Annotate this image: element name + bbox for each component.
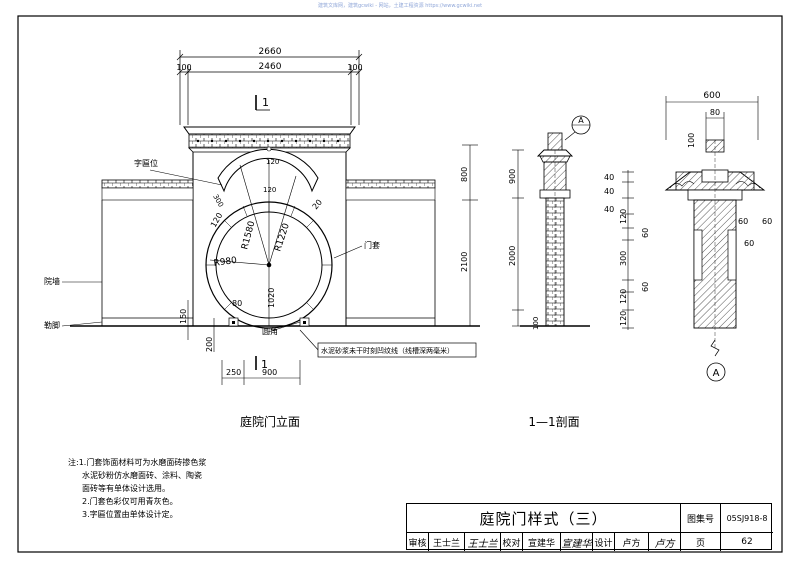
page-label: 页 xyxy=(681,533,721,551)
dim-900: 900 xyxy=(262,368,277,377)
designer-signature: 卢方 xyxy=(649,533,681,551)
section-dim-900: 900 xyxy=(508,169,517,184)
detail-dim-120b: 120 xyxy=(619,289,628,304)
note-line-5: 3.字匾位置由单体设计定。 xyxy=(82,510,178,519)
label-door-frame: 门套 xyxy=(364,240,380,250)
checker-name: 宣建华 xyxy=(523,533,561,551)
section-view: A 900 2000 100 1—1剖面 xyxy=(508,115,591,429)
notes-label: 注: xyxy=(68,458,79,467)
note-line-3: 面砖等有单体设计选用。 xyxy=(82,484,170,493)
plaque-arc xyxy=(217,148,319,193)
radius-r1580: R1580 xyxy=(240,220,257,251)
arc-dim-120: 120 xyxy=(209,211,224,229)
dim-right-100: 100 xyxy=(347,63,362,72)
page-number: 62 xyxy=(741,537,753,547)
dim-2100: 2100 xyxy=(460,252,469,272)
detail-dim-120c: 120 xyxy=(619,311,628,326)
review-label: 审核 xyxy=(407,533,429,551)
section-mark-bottom: 1 xyxy=(261,358,268,371)
detail-dim-60a: 60 xyxy=(641,228,650,238)
detail-dim-100: 100 xyxy=(687,133,696,148)
detail-dim-60b: 60 xyxy=(641,282,650,292)
label-courtyard-wall: 院墙 xyxy=(44,276,60,286)
label-groove-note: 水泥砂浆未干时刻凹纹线（线槽深两毫米） xyxy=(321,346,454,355)
detail-dim-side-60a: 60 xyxy=(738,217,748,226)
note-line-4: 2.门套色彩仅可用青灰色。 xyxy=(82,497,178,506)
arc-dim-top: 120 xyxy=(266,158,279,166)
sheet-border xyxy=(17,15,783,553)
detail-dim-40c: 40 xyxy=(604,205,614,214)
arc-dim-20: 20 xyxy=(311,198,324,212)
design-label: 设计 xyxy=(593,533,615,551)
label-plaque: 字匾位 xyxy=(134,158,158,168)
atlas-number: 05SJ918-8 xyxy=(721,504,773,533)
header-url: 建筑文库网，建筑gcwiki - 网站，土建工程资源 https://www.g… xyxy=(317,3,483,9)
detail-marker: A xyxy=(713,368,720,379)
dim-inner-width: 2460 xyxy=(259,62,282,72)
dim-left-100: 100 xyxy=(176,63,191,72)
atlas-label: 图集号 xyxy=(681,504,721,533)
arc-dim-mid: 120 xyxy=(263,186,276,194)
gate-cap xyxy=(183,126,356,135)
note-line-1: 1.门套饰面材料可为水磨面砖掺色浆 xyxy=(78,458,207,467)
reviewer-name: 王士兰 xyxy=(429,533,465,551)
detail-dim-300: 300 xyxy=(619,251,628,266)
detail-dim-80: 80 xyxy=(710,108,720,117)
notes-block: 注:1.门套饰面材料可为水磨面砖掺色浆 水泥砂粉仿水磨面砖、涂料、陶瓷 面砖等有… xyxy=(68,456,328,521)
checker-signature: 宣建华 xyxy=(561,533,593,551)
designer-name: 卢方 xyxy=(615,533,649,551)
elevation-title: 庭院门立面 xyxy=(240,414,300,429)
section-mark-top: 1 xyxy=(262,96,269,109)
detail-dim-40b: 40 xyxy=(604,187,614,196)
reviewer-signature: 王士兰 xyxy=(465,533,501,551)
detail-dim-600: 600 xyxy=(703,91,720,101)
section-dim-2000: 2000 xyxy=(508,246,517,266)
dim-250: 250 xyxy=(226,368,241,377)
dim-1020: 1020 xyxy=(267,288,276,308)
label-round-corner: 圆角 xyxy=(262,326,278,336)
detail-dim-side-60c: 60 xyxy=(744,239,754,248)
label-plinth: 勒脚 xyxy=(44,320,60,330)
dim-overall-width: 2660 xyxy=(259,47,282,57)
detail-dim-side-60b: 60 xyxy=(762,217,772,226)
elevation-view: 2660 100 2460 100 1 xyxy=(44,47,480,429)
title-block: 庭院门样式（三） 图集号 05SJ918-8 审核 王士兰 王士兰 校对 宣建华… xyxy=(406,503,773,551)
dim-800: 800 xyxy=(460,167,469,182)
section-dim-100: 100 xyxy=(532,317,540,330)
detail-dim-120a: 120 xyxy=(619,209,628,224)
radius-r1220: R1220 xyxy=(273,222,292,253)
dim-80: 80 xyxy=(232,299,242,308)
drawing-title: 庭院门样式（三） xyxy=(407,504,681,533)
check-label: 校对 xyxy=(501,533,523,551)
radius-r980: R980 xyxy=(213,256,238,269)
dim-200: 200 xyxy=(205,337,214,352)
detail-a-view: 600 80 100 40 40 40 120 60 xyxy=(604,91,772,382)
detail-dim-40a: 40 xyxy=(604,173,614,182)
section-title: 1—1剖面 xyxy=(528,415,579,429)
dim-150: 150 xyxy=(179,309,188,324)
arc-dim-300: 300 xyxy=(211,193,225,209)
note-line-2: 水泥砂粉仿水磨面砖、涂料、陶瓷 xyxy=(82,471,202,480)
section-detail-marker: A xyxy=(578,116,584,125)
